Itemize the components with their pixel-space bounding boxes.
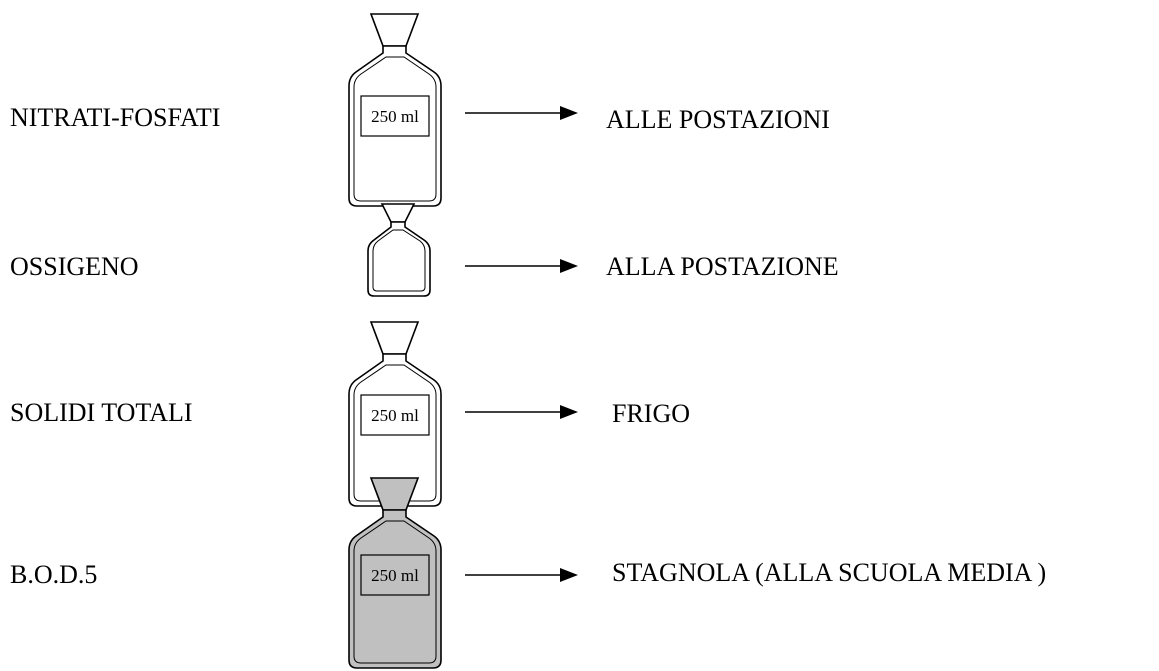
arrow-right-icon — [465, 259, 578, 273]
arrow-right-icon — [465, 106, 578, 120]
volume-label: 250 ml — [371, 107, 419, 126]
destination-label-alle-postazioni: ALLE POSTAZIONI — [606, 105, 830, 134]
bottle-icon: 250 ml — [348, 477, 442, 669]
bottle-icon: 250 ml — [348, 13, 442, 207]
sample-label-bod5: B.O.D.5 — [10, 560, 98, 589]
volume-label: 250 ml — [371, 566, 419, 585]
volume-label: 250 ml — [371, 406, 419, 425]
destination-label-alla-postazione: ALLA POSTAZIONE — [606, 252, 839, 281]
bottle-icon — [367, 203, 431, 297]
arrow-right-icon — [465, 405, 578, 419]
sample-label-ossigeno: OSSIGENO — [10, 252, 139, 281]
sample-label-solidi-totali: SOLIDI TOTALI — [10, 398, 193, 427]
sample-label-nitrati-fosfati: NITRATI-FOSFATI — [10, 103, 221, 132]
destination-label-frigo: FRIGO — [612, 399, 691, 428]
destination-label-stagnola: STAGNOLA (ALLA SCUOLA MEDIA ) — [612, 558, 1047, 587]
bottle-icon: 250 ml — [348, 321, 442, 507]
arrow-right-icon — [465, 568, 578, 582]
